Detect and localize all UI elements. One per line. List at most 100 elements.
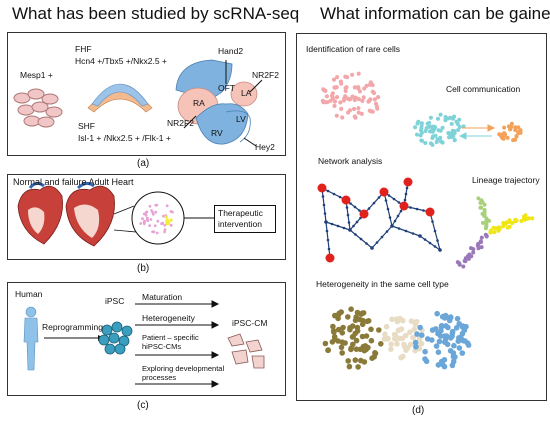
het-dot-blue: [444, 341, 451, 348]
cell-communication-label: Cell communication: [446, 84, 521, 94]
comm-cell-dot-cyan: [457, 125, 462, 129]
rare-cell-dot: [373, 101, 379, 106]
zoom-cell-dot: [165, 204, 169, 208]
comm-cell-dot-cyan: [430, 128, 435, 133]
comm-cell-dot-cyan: [433, 133, 438, 138]
rare-cell-dot: [352, 114, 357, 119]
lineage-dot-purple: [476, 242, 480, 247]
comm-cell-dot-cyan: [456, 128, 461, 132]
rare-cell-dot: [356, 106, 361, 111]
het-dot-beige: [411, 326, 418, 333]
network-small-node: [396, 214, 400, 218]
comm-cell-dot-orange: [516, 125, 521, 130]
network-small-node: [327, 247, 331, 251]
fhf-crescent-icon: [91, 83, 149, 107]
zoom-cell-dot: [148, 224, 152, 228]
failure-heart-icon: [65, 181, 115, 247]
zoom-cell-dot: [144, 213, 148, 217]
comm-cell-dot-cyan: [451, 134, 456, 139]
het-dot-olive: [346, 363, 353, 370]
het-dot-blue: [459, 350, 466, 356]
cell-communication-scatter: [413, 112, 523, 147]
network-small-node: [397, 201, 401, 204]
lineage-dot-green: [482, 202, 487, 207]
rv-label: RV: [211, 128, 223, 138]
network-small-node: [403, 198, 407, 202]
zoom-cell-dot: [163, 230, 167, 234]
zoom-cell-dot: [143, 219, 147, 223]
network-small-node: [433, 245, 437, 248]
het-dot-beige: [388, 346, 394, 353]
network-node: [399, 201, 409, 211]
zoom-highlight-dot: [169, 218, 173, 222]
rare-cell-dot: [335, 75, 340, 80]
therapy-box: Therapeutic intervention: [214, 205, 276, 233]
het-dot-beige: [394, 341, 400, 347]
heart-icon: [175, 59, 258, 145]
het-dot-blue: [442, 312, 449, 319]
left-title: What has been studied by scRNA-seq: [12, 4, 300, 23]
comm-cell-dot-orange: [518, 130, 523, 135]
heterogeneity-same-type-label: Heterogeneity in the same cell type: [316, 279, 449, 289]
het-dot-olive: [369, 355, 375, 362]
rare-cell-dot: [339, 106, 344, 111]
lineage-dot-purple: [469, 246, 473, 251]
lineage-dot-purple: [457, 262, 462, 267]
het-dot-blue: [422, 348, 428, 355]
het-dot-blue: [429, 337, 435, 343]
network-small-node: [322, 203, 326, 207]
network-small-node: [338, 195, 342, 199]
het-dot-olive: [338, 309, 345, 315]
het-dot-beige: [407, 341, 414, 348]
nr2f2-right-label: NR2F2: [252, 70, 279, 80]
comm-cell-dot-cyan: [415, 132, 419, 137]
network-small-node: [385, 230, 389, 233]
ipsc-cm-label: iPSC-CM: [232, 318, 268, 328]
network-node: [370, 246, 374, 250]
zoom-cell-dot: [156, 219, 160, 223]
het-dot-olive: [361, 359, 368, 365]
het-dot-blue: [422, 356, 428, 362]
het-dot-olive: [331, 329, 337, 336]
rare-cell-dot: [370, 89, 375, 94]
comm-cell-dot-cyan: [429, 124, 434, 129]
shf-markers-label: Isl-1 + /Nkx2.5 + /Flk-1 +: [78, 133, 171, 143]
zoom-cell-dot: [150, 209, 153, 212]
het-dot-blue: [412, 339, 419, 346]
rare-cell-dot: [367, 108, 372, 113]
het-dot-olive: [339, 339, 346, 346]
patient-line2: hiPSC-CMs: [142, 342, 182, 351]
lineage-dot-purple: [476, 246, 481, 251]
maturation-label: Maturation: [142, 292, 183, 302]
lineage-dot-yellow: [527, 216, 531, 221]
comm-cell-dot-cyan: [423, 141, 428, 145]
het-dot-olive: [368, 337, 375, 344]
comm-cell-dot-cyan: [436, 116, 440, 121]
comm-cell-dot-cyan: [438, 128, 443, 133]
rare-cell-dot: [347, 108, 353, 113]
het-dot-olive: [340, 324, 346, 331]
network-small-node: [321, 195, 325, 198]
comm-cell-dot-cyan: [423, 129, 428, 133]
comm-cell-dot-orange: [513, 128, 518, 132]
lineage-dot-yellow: [497, 226, 502, 231]
network-small-node: [404, 192, 408, 196]
la-label: LA: [241, 88, 252, 98]
hey2-label: Hey2: [255, 142, 275, 152]
lineage-dot-yellow: [488, 228, 493, 233]
normal-heart-icon: [17, 181, 63, 245]
lineage-dot-yellow: [507, 224, 512, 229]
het-dot-olive: [345, 358, 352, 364]
network-small-node: [336, 224, 340, 228]
het-dot-olive: [335, 315, 341, 322]
panel-b-heading: Normal and failure Adult Heart: [13, 177, 134, 187]
zoom-cell-dots: [139, 203, 174, 235]
het-dot-blue: [464, 340, 471, 347]
zoom-cell-dot: [153, 224, 157, 228]
network-small-node: [372, 201, 376, 205]
het-dot-beige: [383, 336, 389, 342]
comm-cell-dot-cyan: [452, 137, 457, 142]
